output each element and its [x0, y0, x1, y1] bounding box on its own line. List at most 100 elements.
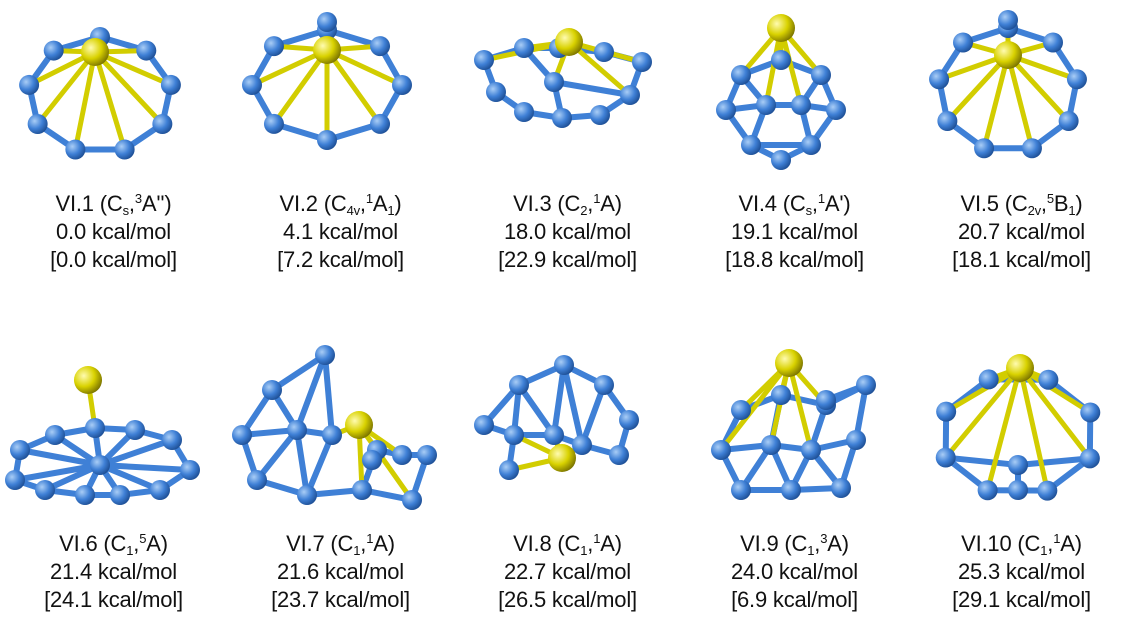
- structure-caption: VI.1 (Cs,3A'')0.0 kcal/mol[0.0 kcal/mol]: [0, 190, 227, 274]
- metal-bond: [786, 360, 814, 453]
- boron-atom: [935, 447, 956, 468]
- boron-atom: [544, 72, 564, 92]
- boron-atom: [499, 460, 519, 480]
- boron-atom: [247, 470, 267, 490]
- boron-atom: [5, 470, 25, 490]
- metal-atom: [81, 38, 109, 66]
- boron-bond: [269, 352, 328, 393]
- metal-bond: [1005, 52, 1035, 151]
- boron-bond: [97, 462, 163, 493]
- structure-label: VI.1 (Cs,3A''): [55, 191, 172, 218]
- cluster-model: [242, 12, 412, 150]
- boron-atom: [27, 114, 48, 134]
- spin-multiplicity: 1: [365, 191, 373, 206]
- boron-atom: [162, 430, 182, 450]
- boron-bond: [97, 462, 193, 473]
- structure-caption: VI.5 (C2v,5B1)20.7 kcal/mol[18.1 kcal/mo…: [908, 190, 1135, 274]
- boron-bond: [12, 462, 103, 483]
- boron-bond: [254, 427, 300, 483]
- structure-label: VI.5 (C2v,5B1): [960, 191, 1083, 218]
- point-group-subscript: 1: [580, 543, 588, 558]
- boron-atom: [731, 400, 751, 420]
- point-group: C: [110, 531, 127, 556]
- boron-atom: [45, 425, 65, 445]
- electronic-state: A: [1060, 531, 1075, 556]
- metal-bond: [943, 365, 1023, 415]
- boron-atom: [771, 385, 791, 405]
- structure-id: VI.9: [740, 531, 779, 556]
- boron-atom: [152, 114, 173, 134]
- point-group-subscript: 1: [353, 543, 361, 558]
- point-group: C: [791, 531, 808, 556]
- boron-atom: [474, 50, 494, 70]
- boron-bond: [551, 362, 567, 438]
- boron-atom: [65, 139, 86, 160]
- boron-atom: [125, 420, 145, 440]
- structure-label: VI.9 (C1,3A): [740, 531, 849, 558]
- metal-bond: [92, 49, 128, 153]
- electronic-state: A: [600, 531, 615, 556]
- point-group: C: [337, 531, 354, 556]
- relative-energy: 19.1 kcal/mol: [730, 219, 858, 244]
- point-group: C: [330, 191, 347, 216]
- cluster-model: [5, 366, 200, 505]
- metal-atom: [313, 36, 341, 64]
- boron-atom: [417, 445, 437, 465]
- boron-atom: [1008, 455, 1028, 475]
- structure-label: VI.10 (C1,1A): [961, 531, 1082, 558]
- boron-atom: [75, 485, 95, 505]
- boron-atom: [402, 490, 422, 510]
- relative-energy-alt: [18.1 kcal/mol]: [952, 247, 1091, 272]
- metal-atom: [345, 411, 373, 439]
- structure-caption: VI.9 (C1,3A)24.0 kcal/mol[6.9 kcal/mol]: [681, 530, 908, 614]
- point-group-subscript: s: [122, 203, 130, 218]
- electronic-state: A: [827, 531, 842, 556]
- structure-id: VI.5: [960, 191, 999, 216]
- boron-atom: [1037, 480, 1058, 501]
- metal-bond: [72, 49, 98, 153]
- boron-atom: [160, 74, 181, 95]
- structure-id: VI.7: [286, 531, 325, 556]
- metal-atom: [548, 444, 576, 472]
- boron-atom: [242, 75, 262, 95]
- point-group-subscript: 2v: [1027, 203, 1042, 218]
- boron-bond: [304, 432, 335, 498]
- boron-atom: [1038, 369, 1059, 390]
- point-group-subscript: s: [805, 203, 813, 218]
- boron-atom: [370, 113, 391, 134]
- metal-bond: [271, 47, 330, 127]
- electronic-state: A: [373, 531, 388, 556]
- structure-caption: VI.3 (C2,1A)18.0 kcal/mol[22.9 kcal/mol]: [454, 190, 681, 274]
- boron-atom: [552, 108, 572, 128]
- boron-atom: [781, 480, 801, 500]
- electronic-state: B: [1053, 191, 1069, 216]
- boron-bond: [294, 427, 310, 498]
- boron-atom: [317, 12, 337, 32]
- metal-atom: [775, 349, 803, 377]
- boron-atom: [514, 38, 534, 58]
- structure-vi-6: VI.6 (C1,5A)21.4 kcal/mol[24.1 kcal/mol]: [0, 340, 227, 640]
- boron-atom: [474, 415, 494, 435]
- boron-bond: [561, 362, 585, 448]
- boron-atom: [136, 40, 157, 61]
- structure-vi-1: VI.1 (Cs,3A'')0.0 kcal/mol[0.0 kcal/mol]: [0, 0, 227, 300]
- boron-atom: [315, 345, 335, 365]
- boron-atom: [1079, 448, 1100, 469]
- relative-energy-alt: [23.7 kcal/mol]: [271, 587, 410, 612]
- boron-atom: [554, 355, 574, 375]
- cluster-model: [935, 354, 1101, 501]
- boron-atom: [590, 105, 610, 125]
- spin-multiplicity: 3: [820, 531, 828, 546]
- boron-bond: [97, 437, 175, 468]
- structure-label: VI.2 (C4v,1A1): [279, 191, 402, 218]
- metal-bond: [985, 365, 1023, 493]
- boron-atom: [756, 95, 776, 115]
- point-group: C: [106, 191, 123, 216]
- relative-energy-alt: [7.2 kcal/mol]: [277, 247, 404, 272]
- boron-atom: [514, 102, 534, 122]
- boron-atom: [232, 425, 252, 445]
- metal-bond: [1017, 365, 1093, 461]
- boron-atom: [150, 480, 170, 500]
- boron-atom: [1066, 69, 1087, 90]
